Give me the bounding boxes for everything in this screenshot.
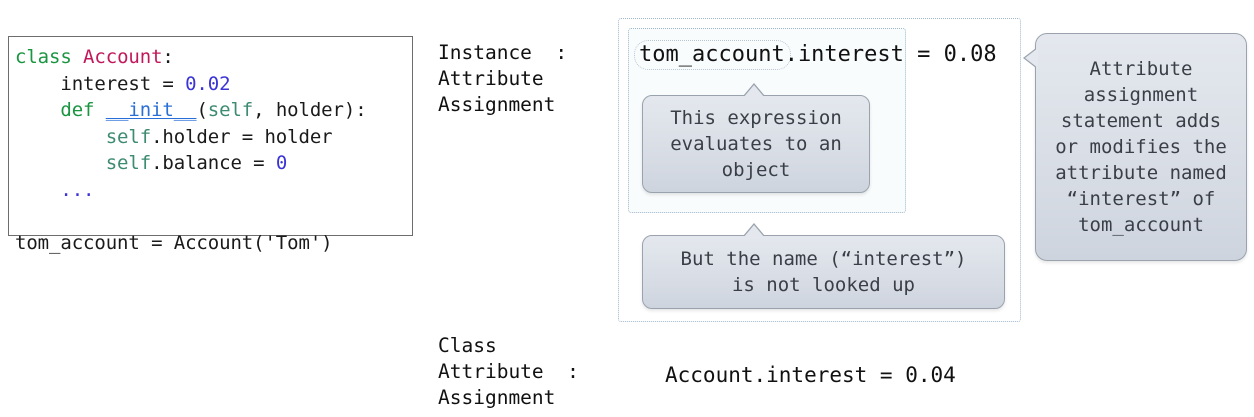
callout-expression-evaluates: This expression evaluates to an object xyxy=(642,83,870,193)
code-token-class-name: Account xyxy=(83,46,163,68)
code-token-interest-assign: interest = xyxy=(15,72,186,95)
code-block-text: class Account: interest = 0.02 def __ini… xyxy=(15,46,367,254)
callout-attribute-assignment: Attribute assignment statement adds or m… xyxy=(1023,33,1247,261)
class-assignment-expression: Account.interest = 0.04 xyxy=(665,363,956,387)
code-token-holder-assign: .holder = holder xyxy=(151,125,333,148)
code-token-keyword-class: class xyxy=(15,46,84,68)
callout-name-not-looked-up: But the name (“interest”) is not looked … xyxy=(642,223,1005,309)
code-token-init-method: __init__ xyxy=(105,99,197,121)
code-token-balance-assign: .balance = xyxy=(151,152,276,174)
code-token-number-zero: 0 xyxy=(275,152,288,174)
code-block: class Account: interest = 0.02 def __ini… xyxy=(8,36,413,254)
label-instance-attribute-assignment: Instance : Attribute Assignment xyxy=(438,41,568,116)
code-token-ellipsis: ... xyxy=(60,178,95,201)
code-token-keyword-def: def xyxy=(60,99,106,121)
outer-highlight-region xyxy=(618,18,1021,322)
code-token-holder-param: , holder): xyxy=(253,99,367,121)
code-token-self-holder: self xyxy=(105,125,152,148)
label-class-attribute-assignment: Class Attribute : Assignment xyxy=(438,334,579,409)
code-token-tom-account-line: tom_account = Account('Tom') xyxy=(15,231,333,254)
instance-assignment-expression: tom_account.interest = 0.08 xyxy=(639,42,997,67)
tv-play-icon xyxy=(1179,333,1241,395)
code-token-colon: : xyxy=(162,46,174,68)
code-token-self-param: self xyxy=(207,99,254,121)
code-token-number-002: 0.02 xyxy=(185,72,231,95)
object-token-highlight xyxy=(634,40,791,70)
code-token-self-balance: self xyxy=(105,152,152,174)
